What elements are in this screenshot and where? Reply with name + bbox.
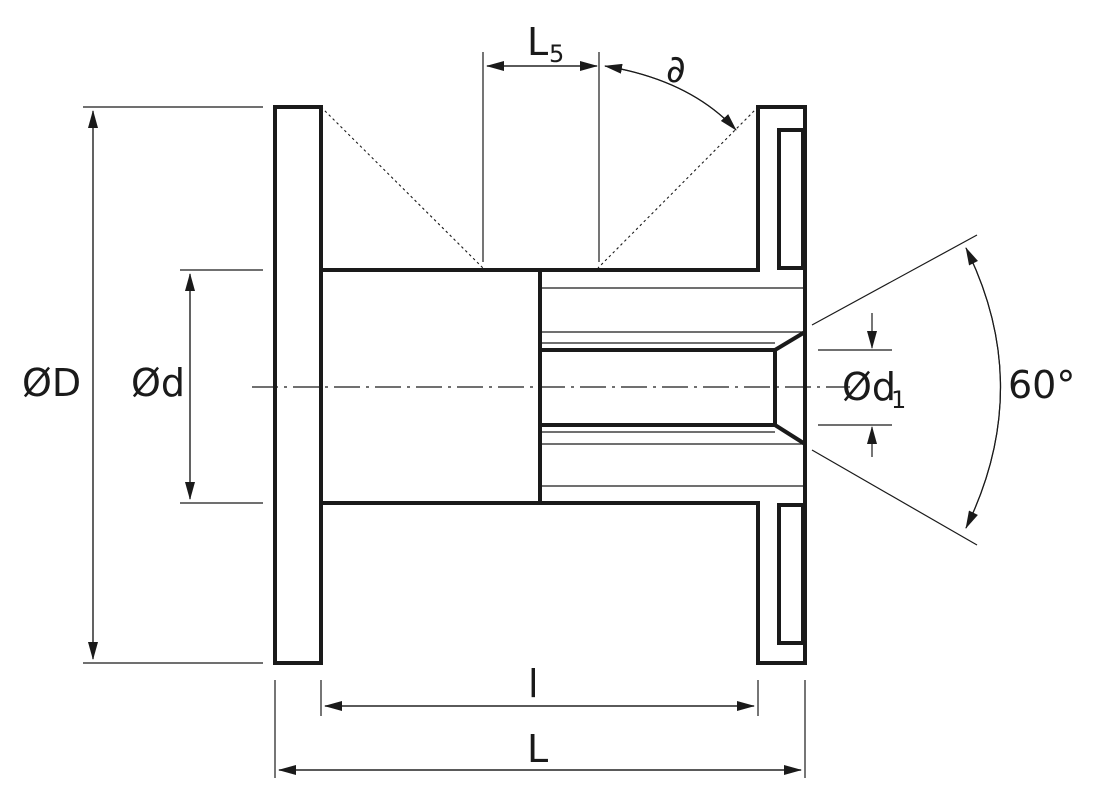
label-core-diameter: Ød	[131, 361, 185, 405]
label-bore-diameter-subscript: 1	[891, 386, 906, 414]
label-inner-length: l	[528, 662, 539, 706]
dimension-flange-angle: ∂	[604, 47, 737, 131]
flange-taper-lines	[320, 106, 759, 269]
upper-flange-groove	[777, 128, 805, 270]
label-traverse-subscript: 5	[549, 40, 564, 68]
right-hub	[540, 105, 807, 665]
dimension-cone-angle: 60°	[811, 234, 1075, 546]
label-total-length: L	[527, 727, 548, 771]
dimension-traverse: L 5	[482, 20, 600, 262]
label-outer-diameter: ØD	[22, 361, 81, 405]
dimension-outer-diameter: ØD	[22, 106, 263, 664]
dimension-inner-length: l	[320, 662, 759, 716]
label-flange-angle: ∂	[666, 47, 686, 91]
dimension-core-diameter: Ød	[131, 269, 263, 504]
label-cone-angle: 60°	[1008, 363, 1075, 407]
spool-body	[273, 105, 807, 665]
left-flange	[273, 105, 323, 665]
bore	[540, 330, 807, 446]
dimension-total-length: L	[274, 680, 806, 778]
lower-flange-groove	[777, 503, 805, 645]
label-traverse: L	[527, 20, 548, 64]
dimension-bore-diameter: Ød 1	[818, 313, 906, 457]
label-bore-diameter: Ød	[842, 365, 896, 409]
